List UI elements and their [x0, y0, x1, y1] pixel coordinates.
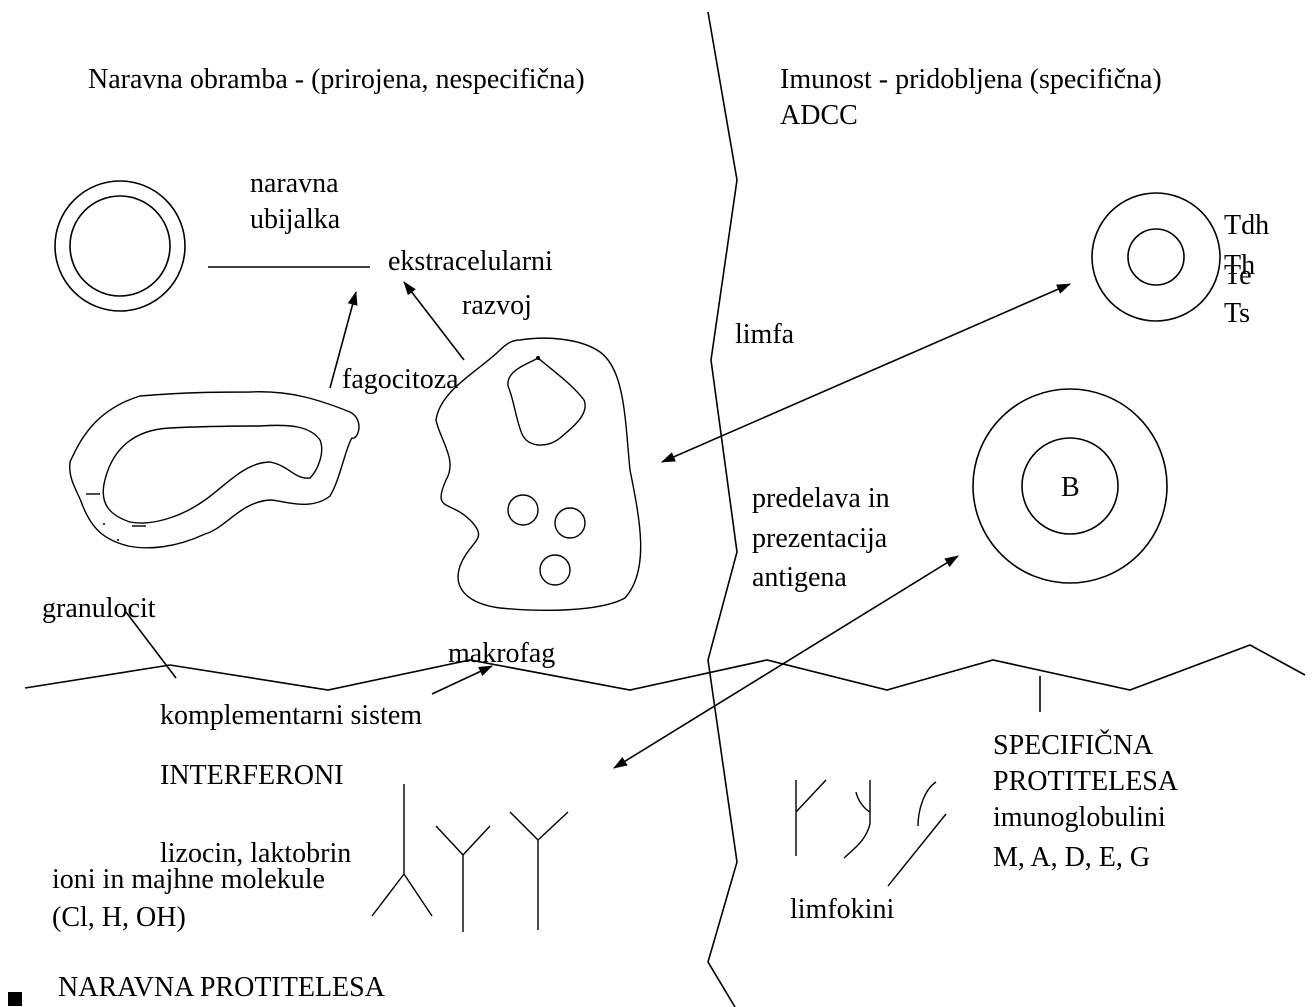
- left-title: Naravna obramba - (prirojena, nespecifič…: [88, 64, 585, 95]
- t-cell-label-0: Tdh: [1224, 210, 1269, 241]
- label-specificna-1: SPECIFIČNA: [993, 730, 1154, 761]
- label-limfa: limfa: [735, 319, 795, 350]
- label-predelava-1: predelava in: [752, 483, 890, 514]
- label-fagocitoza: fagocitoza: [342, 364, 459, 395]
- label-komplementarni: komplementarni sistem: [160, 700, 422, 731]
- label-naravna: naravna: [250, 168, 339, 199]
- label-interferoni: INTERFERONI: [160, 760, 344, 791]
- t-cell: [1092, 193, 1220, 321]
- label-naravna-protitelesa: NARAVNA PROTITELESA: [58, 972, 386, 1003]
- label-makrofag: makrofag: [448, 638, 555, 669]
- t-cell-label-2: Te: [1224, 260, 1252, 291]
- label-granulocit: granulocit: [42, 593, 156, 624]
- label-limfokini: limfokini: [790, 894, 894, 925]
- right-title: Imunost - pridobljena (specifična): [780, 64, 1162, 95]
- label-predelava-3: antigena: [752, 562, 847, 593]
- label-specificna-2: PROTITELESA: [993, 766, 1179, 797]
- label-ubijalka: ubijalka: [250, 204, 341, 235]
- bullet-marker: [8, 992, 22, 1006]
- label-imunoglobulini: imunoglobulini: [993, 802, 1166, 833]
- t-cell-macrophage-arrow: [662, 284, 1070, 462]
- macrophage-cell: [436, 338, 641, 610]
- lymphokine-shapes: [796, 780, 946, 886]
- label-razvoj: razvoj: [462, 290, 532, 321]
- granulocyte-cell: [70, 392, 359, 548]
- natural-killer-cell: [55, 181, 185, 311]
- label-ig-classes: M, A, D, E, G: [993, 842, 1150, 873]
- label-b-cell: B: [1061, 472, 1080, 503]
- komplementarni-arrow: [432, 666, 492, 694]
- vertical-divider-line: [708, 12, 737, 1007]
- razvoj-arrow: [404, 282, 464, 360]
- horizontal-divider-line: [25, 645, 1305, 690]
- label-ioni-list: (Cl, H, OH): [52, 902, 186, 933]
- label-ekstracelularni: ekstracelularni: [388, 246, 553, 277]
- t-cell-label-3: Ts: [1224, 298, 1250, 329]
- label-predelava-2: prezentacija: [752, 523, 888, 554]
- label-ioni: ioni in majhne molekule: [52, 864, 325, 895]
- right-subtitle: ADCC: [780, 100, 858, 131]
- natural-antibody-shapes: [372, 784, 568, 932]
